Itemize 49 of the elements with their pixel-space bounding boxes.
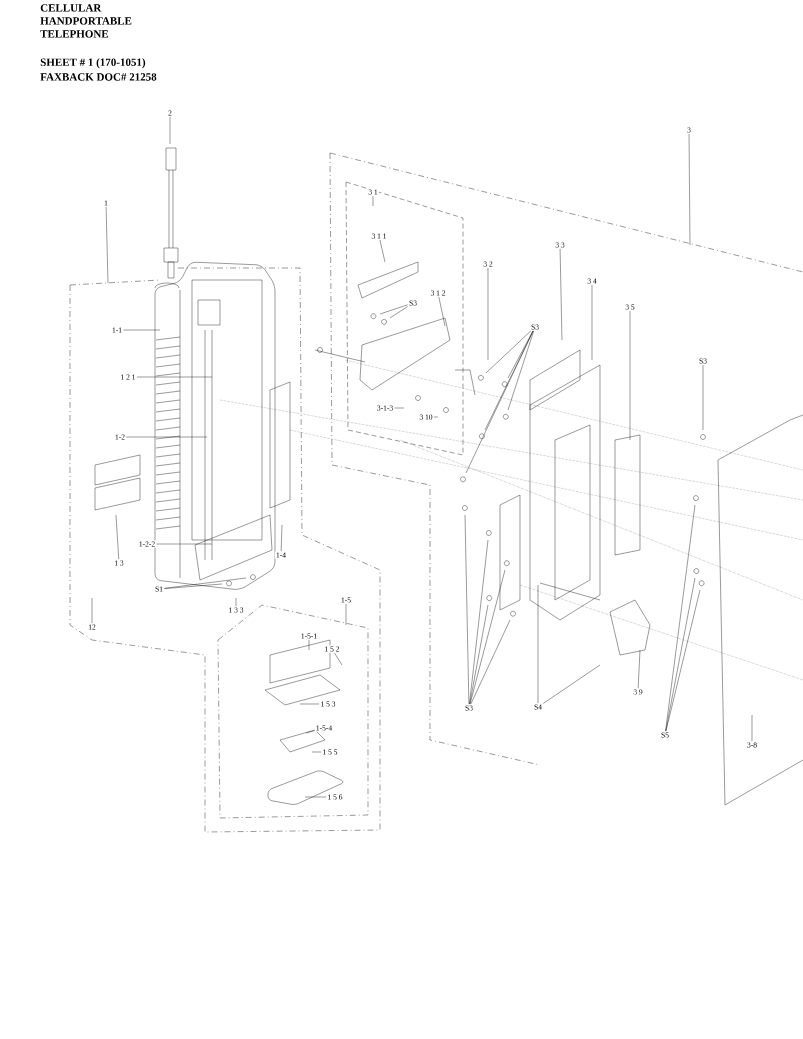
title: CELLULAR HANDPORTABLE TELEPHONE	[40, 4, 132, 38]
leader-line	[156, 543, 213, 545]
document-note: FAXBACK DOC# 21258	[40, 73, 157, 81]
leader-line	[372, 195, 374, 207]
leader-line	[688, 133, 691, 246]
leader-line	[394, 407, 405, 409]
leader-line	[105, 206, 109, 284]
leader-line	[629, 310, 631, 441]
leader-line	[507, 330, 534, 379]
leader-line	[299, 703, 320, 705]
leader-line	[304, 796, 327, 798]
leader-line	[665, 577, 696, 732]
leader-line	[537, 584, 539, 704]
leader-line	[235, 597, 237, 607]
leader-line	[334, 652, 343, 666]
leader-line	[665, 589, 701, 732]
leader-line	[379, 304, 408, 315]
leader-line	[311, 751, 322, 753]
leader-line	[164, 577, 247, 589]
leader-line	[487, 267, 489, 361]
leader-line	[485, 330, 532, 374]
leader-line	[559, 248, 563, 341]
leader-line	[169, 116, 171, 145]
leader-line	[379, 239, 386, 263]
leader-line	[438, 296, 446, 327]
leader-line	[469, 604, 489, 705]
leader-line	[507, 330, 534, 411]
leader-line	[464, 514, 470, 705]
document-note: SHEET # 1 (170-1051)	[40, 58, 146, 69]
leader-line	[465, 330, 534, 474]
leader-line	[591, 284, 593, 361]
leader-line	[389, 306, 408, 319]
leader-line	[91, 597, 93, 624]
leader-line	[280, 524, 283, 552]
leader-line	[136, 376, 213, 378]
leader-line	[665, 504, 696, 732]
leader-line	[305, 730, 315, 734]
leader-line	[470, 619, 511, 705]
leader-line	[433, 416, 439, 418]
leader-line	[469, 539, 489, 705]
leader-line	[126, 436, 208, 438]
leader-line	[702, 364, 704, 431]
leader-line	[308, 639, 310, 651]
leader-line	[751, 714, 753, 742]
leader-line	[345, 603, 347, 626]
leader-line	[543, 664, 601, 704]
leader-line	[637, 649, 641, 689]
leader-line	[123, 329, 161, 331]
leader-line	[115, 514, 119, 560]
